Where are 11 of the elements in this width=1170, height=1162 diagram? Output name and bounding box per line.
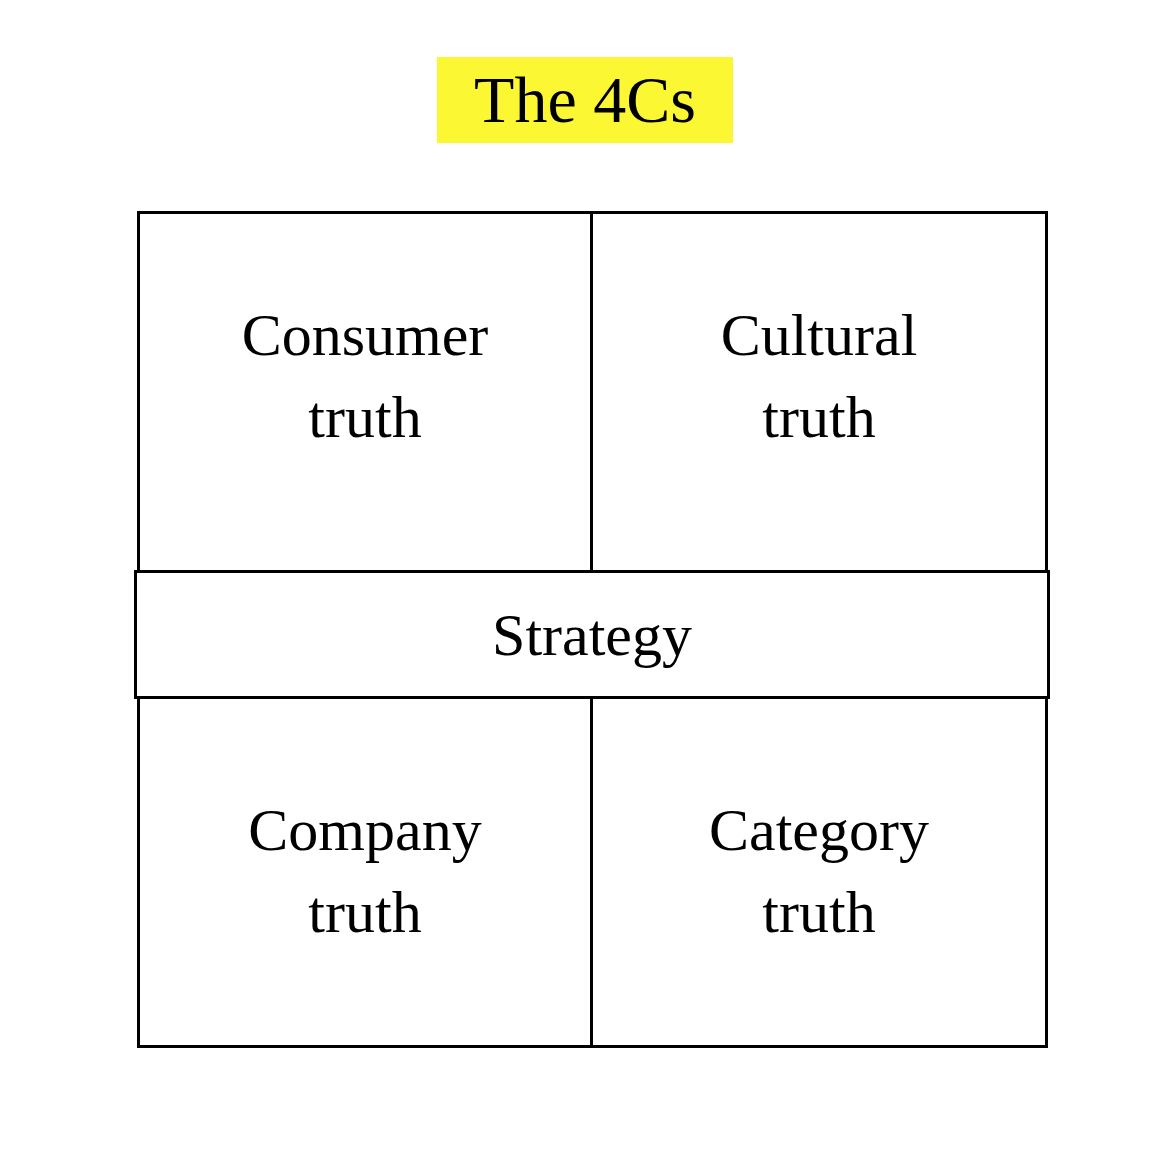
quadrant-box	[137, 211, 593, 573]
box-label: Company truth	[247, 796, 483, 947]
box-label: Cultural truth	[719, 301, 919, 452]
quadrant-box	[590, 211, 1048, 573]
box-label: Strategy	[492, 600, 692, 670]
title-highlight: The 4Cs	[437, 57, 733, 143]
box-label: Consumer truth	[240, 301, 490, 452]
strategy-band	[134, 570, 1050, 699]
quadrant-box	[137, 696, 593, 1048]
quadrant-box	[590, 696, 1048, 1048]
box-label: Category truth	[708, 796, 930, 947]
